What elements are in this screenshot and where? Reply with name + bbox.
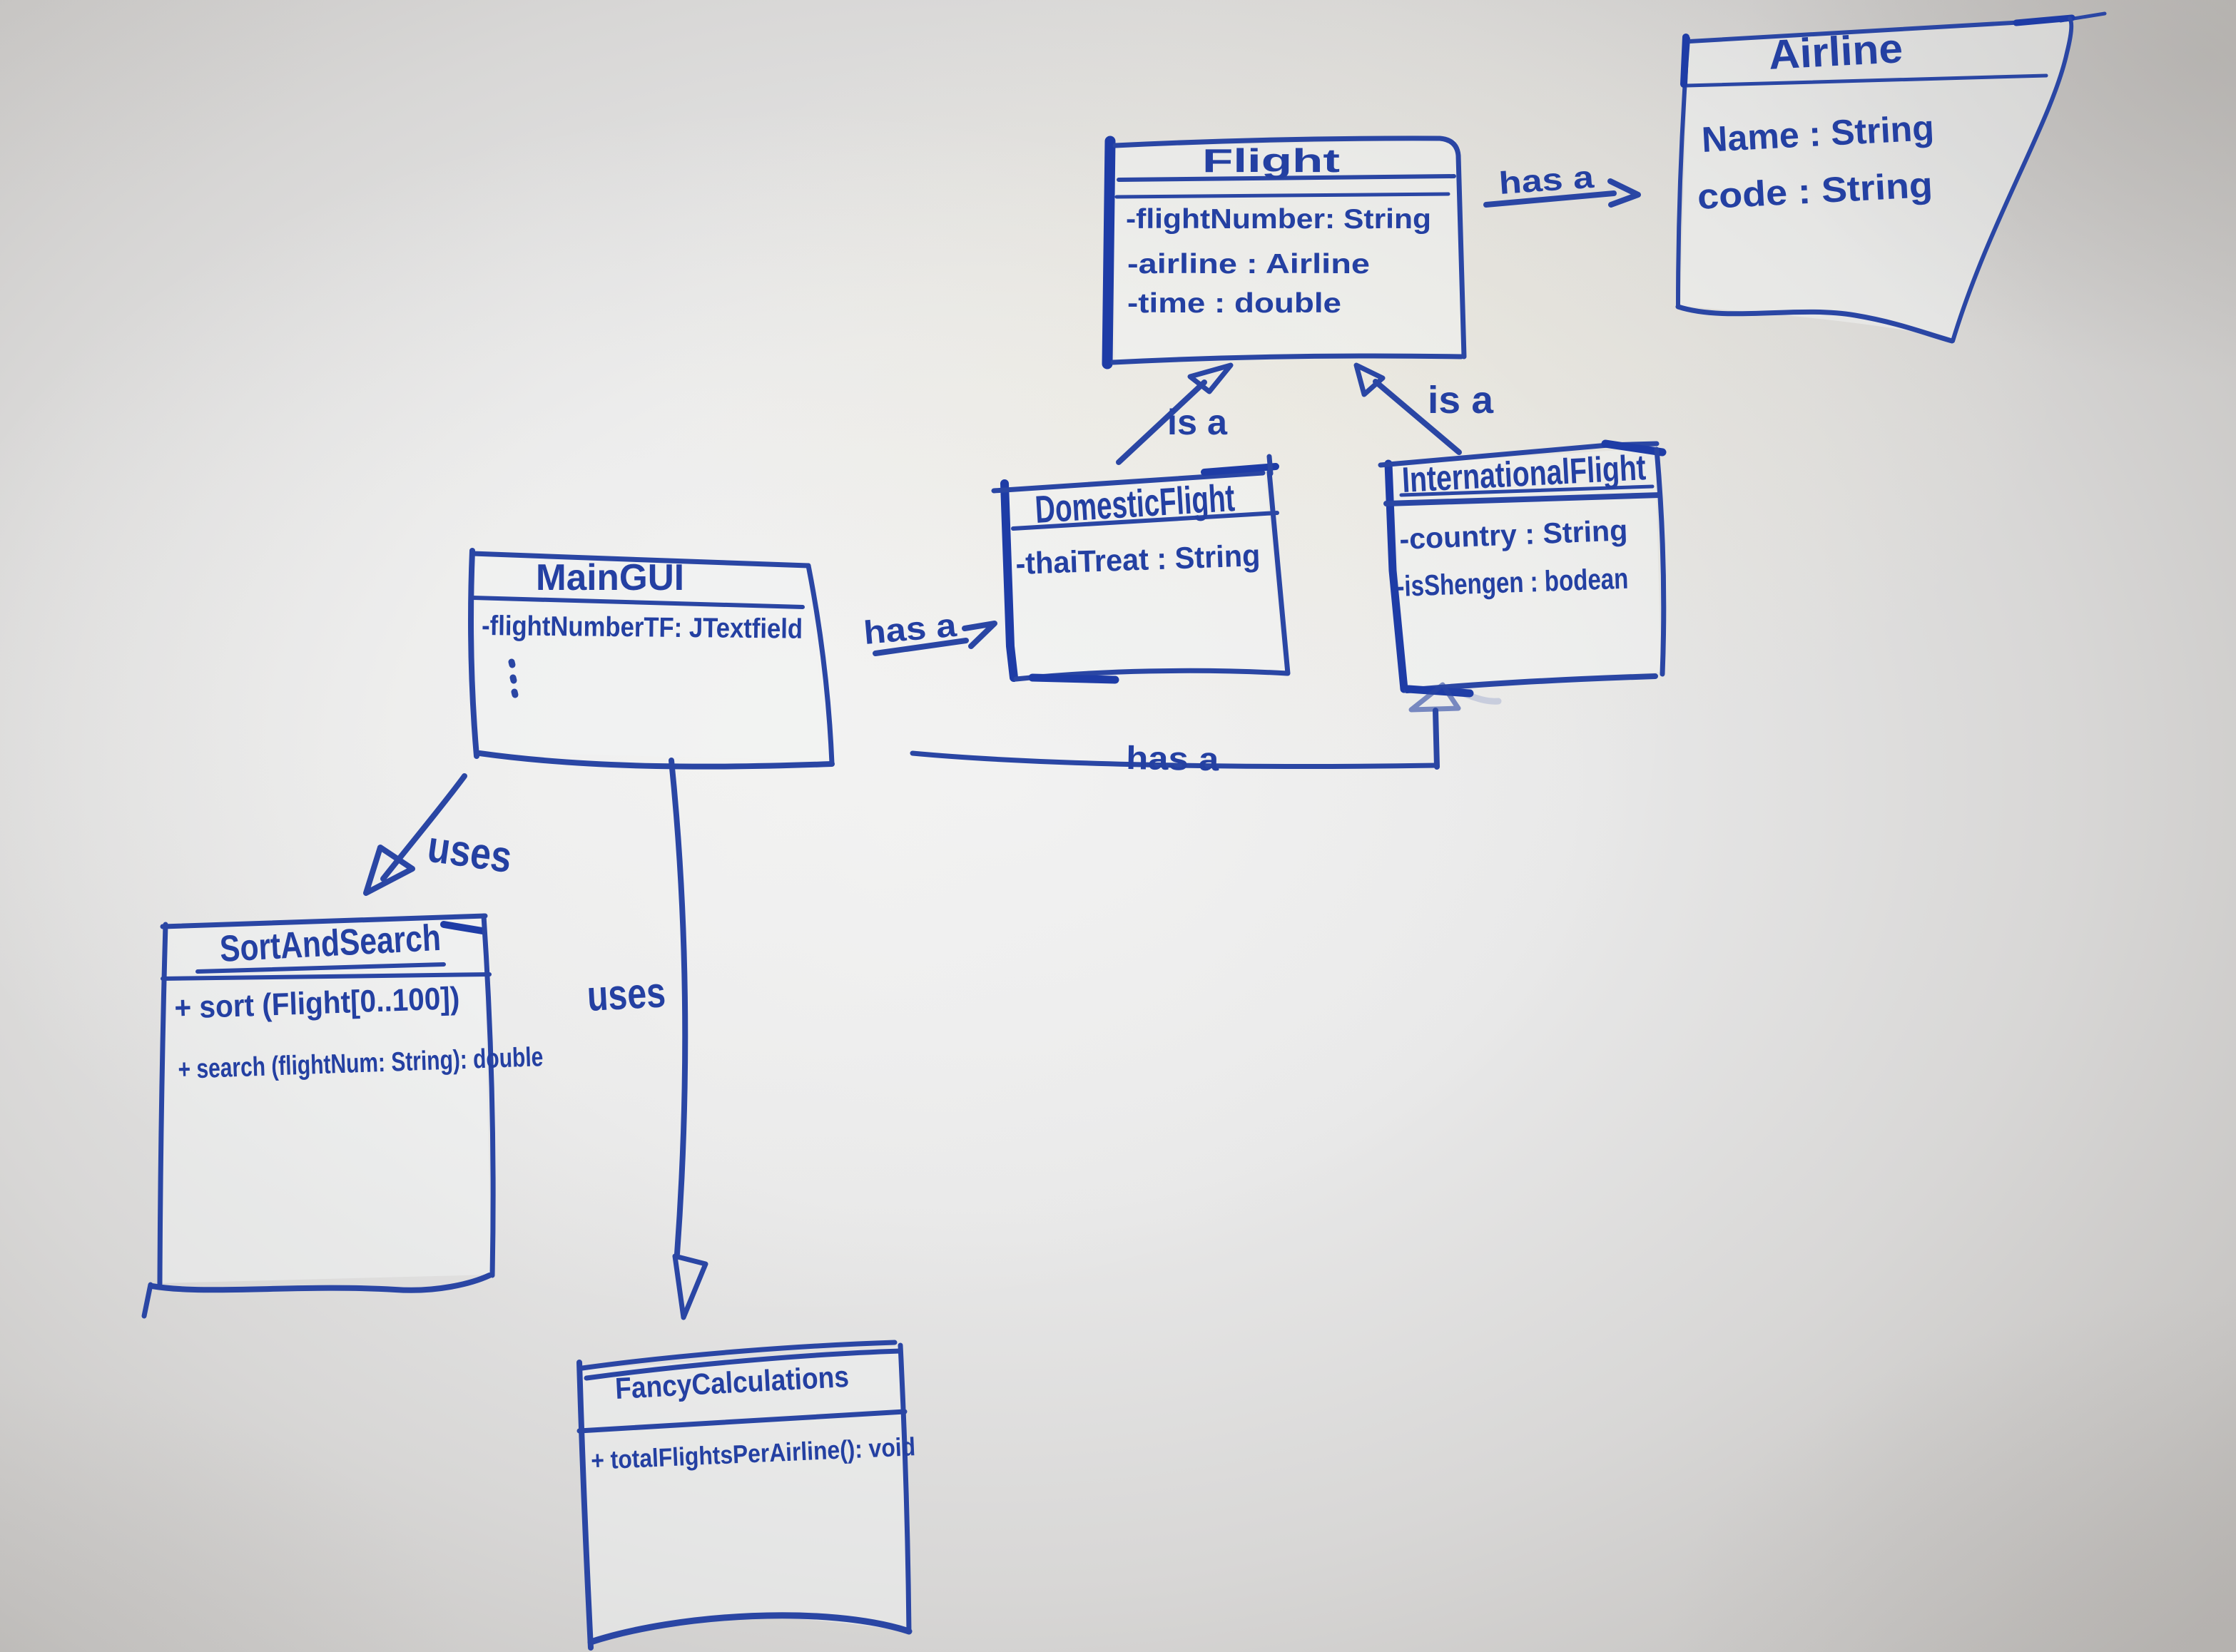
svg-text:Airline: Airline [1767,25,1904,78]
svg-text:is a: is a [1428,379,1494,422]
svg-text:-time : double: -time : double [1127,288,1341,319]
svg-text:uses: uses [425,822,514,883]
svg-text:-thaiTreat : String: -thaiTreat : String [1015,539,1261,581]
svg-text:is a: is a [1167,402,1228,442]
svg-text:-flightNumberTF: JTextfield: -flightNumberTF: JTextfield [482,611,803,645]
svg-text:uses: uses [586,968,666,1020]
svg-text:has a: has a [1498,160,1595,201]
svg-text:has a: has a [1126,739,1219,777]
svg-text:-isShengen : bodean: -isShengen : bodean [1396,562,1629,603]
svg-text:Flight: Flight [1202,142,1340,179]
svg-text:has a: has a [862,606,957,651]
svg-text:MainGUI: MainGUI [536,557,684,598]
svg-text:-flightNumber: String: -flightNumber: String [1126,204,1431,235]
svg-text:-airline : Airline: -airline : Airline [1127,249,1370,280]
